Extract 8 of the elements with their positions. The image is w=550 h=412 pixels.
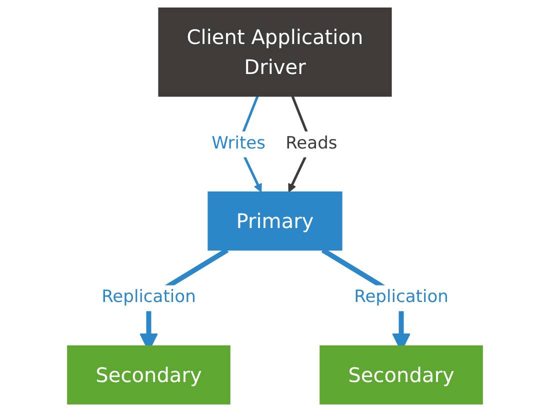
node-box: Client Application Driver (158, 8, 392, 97)
node-box: Secondary (320, 345, 483, 404)
node-box: Primary (208, 191, 342, 251)
edge-label: Reads (286, 133, 338, 154)
node-box: Secondary (67, 345, 230, 404)
edge-label: Writes (212, 133, 266, 154)
edge-label: Replication (354, 287, 448, 308)
edge-label: Replication (102, 287, 196, 308)
